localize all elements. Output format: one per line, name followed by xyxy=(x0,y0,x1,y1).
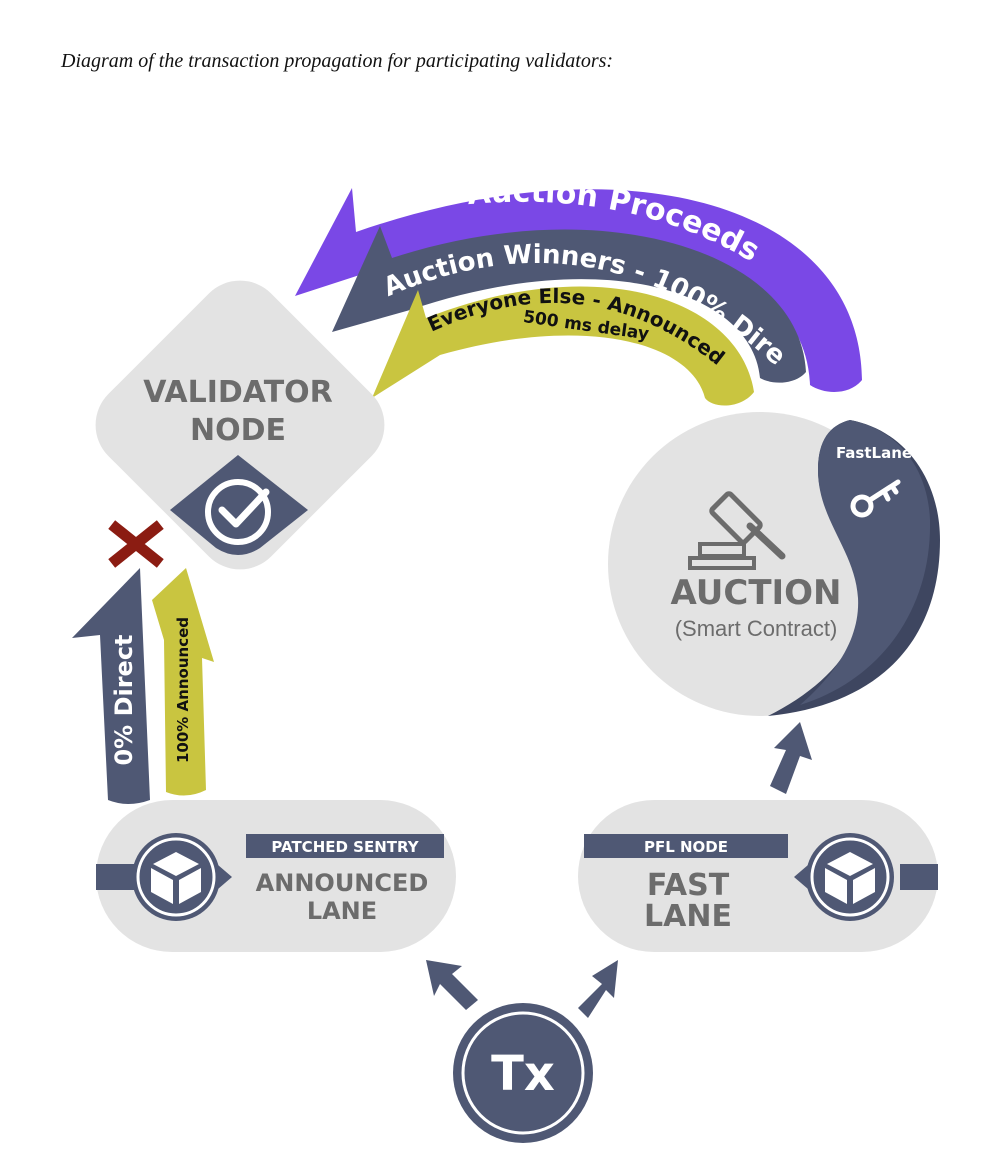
cube-icon xyxy=(132,833,232,921)
fast-lane: PFL NODE FAST LANE xyxy=(578,800,938,952)
direct-arrow-label: 0% Direct xyxy=(110,634,138,765)
announced-lane-line1: ANNOUNCED xyxy=(256,869,429,897)
fast-lane-tag: PFL NODE xyxy=(644,838,728,856)
validator-line1: VALIDATOR xyxy=(143,375,333,410)
announced-lane-line2: LANE xyxy=(307,897,377,925)
check-circle-icon xyxy=(205,479,271,545)
validator-node: VALIDATOR NODE xyxy=(95,280,385,570)
gavel-icon xyxy=(688,491,786,570)
cube-icon xyxy=(794,833,894,921)
fastlane-to-auction-arrow xyxy=(770,722,812,794)
key-icon xyxy=(850,479,901,518)
tx-to-fastlane-arrow xyxy=(578,960,618,1018)
validator-line2: NODE xyxy=(190,413,286,448)
auction-subtitle: (Smart Contract) xyxy=(675,616,838,641)
auction-title: AUCTION xyxy=(670,573,841,613)
announced-arrow: 100% Announced xyxy=(152,568,214,796)
tx-label: Tx xyxy=(491,1046,555,1102)
announced-lane-tag: PATCHED SENTRY xyxy=(271,838,419,856)
tx-node: Tx xyxy=(453,1003,593,1143)
fast-lane-line2: LANE xyxy=(644,899,732,934)
direct-arrow: 0% Direct xyxy=(72,568,150,804)
diagram-caption: Diagram of the transaction propagation f… xyxy=(61,50,614,72)
announced-lane: PATCHED SENTRY ANNOUNCED LANE xyxy=(96,800,456,952)
x-mark-icon xyxy=(108,520,164,568)
announced-arrow-label: 100% Announced xyxy=(174,617,192,763)
auction-node: FastLane AUCTION (Smart Contract) xyxy=(608,412,940,716)
fastlane-badge-label: FastLane xyxy=(836,444,912,462)
tx-to-announced-arrow xyxy=(426,960,478,1010)
fast-lane-line1: FAST xyxy=(647,868,730,903)
